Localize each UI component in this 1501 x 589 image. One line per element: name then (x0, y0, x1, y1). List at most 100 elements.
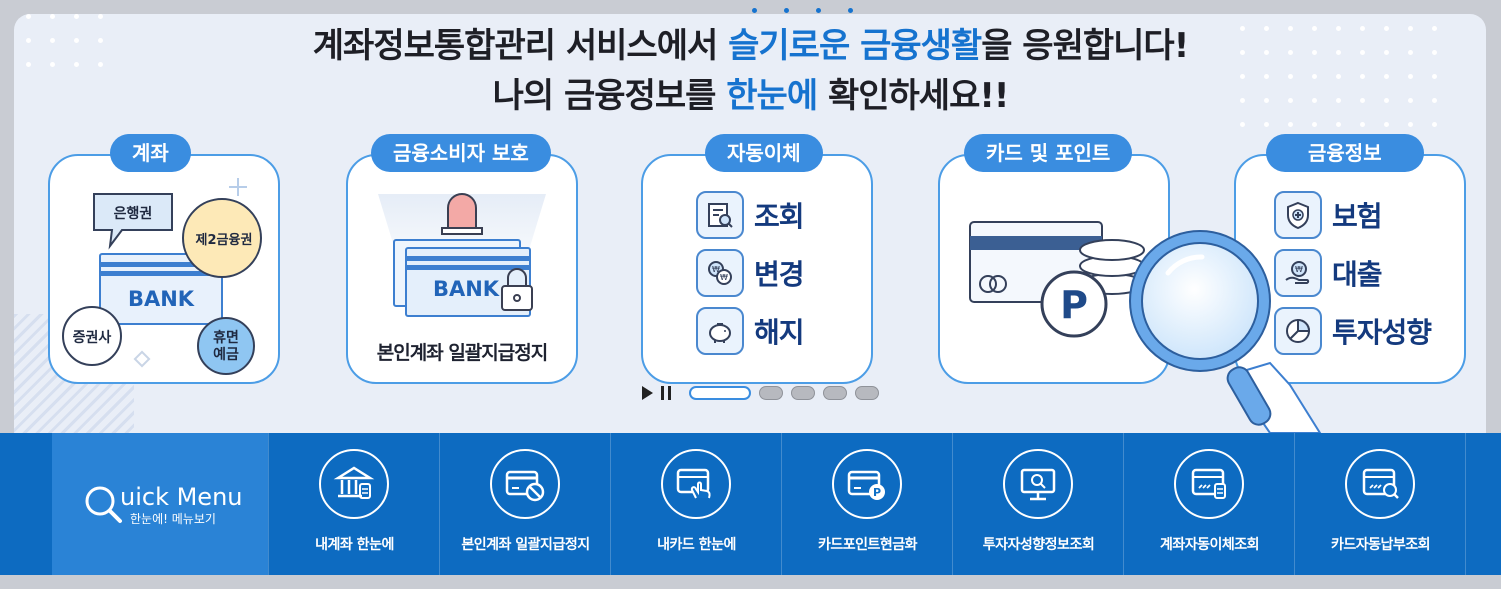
decorative-dot (1432, 98, 1437, 103)
bubble-second-shape (182, 198, 262, 278)
quick-item-point-cash[interactable]: P 카드포인트현금화 (781, 433, 952, 575)
decorative-dot (1384, 122, 1389, 127)
finance-insurance[interactable]: 보험 (1274, 191, 1383, 239)
shield-plus-icon (1274, 191, 1322, 239)
decorative-dot (1264, 26, 1269, 31)
decorative-dot (98, 14, 103, 19)
decorative-dot (1312, 74, 1317, 79)
decorative-dot (1432, 74, 1437, 79)
tab-consumer-protection[interactable]: 금융소비자 보호 (371, 134, 551, 172)
account-card[interactable]: BANK 은행권 제2금융권 증권사 휴면 예금 (48, 154, 280, 384)
bubble-dormant-label-1: 휴면 (213, 329, 239, 346)
carousel-page-3[interactable] (791, 386, 815, 400)
decorative-dots (26, 14, 116, 84)
auto-transfer-cancel-label: 해지 (754, 316, 805, 349)
bubble-dormant-shape (197, 317, 255, 375)
decorative-dot (1336, 50, 1341, 55)
finance-info-card[interactable] (1234, 154, 1466, 384)
bubble-bank-label: 은행권 (114, 206, 153, 222)
decorative-dot (1264, 50, 1269, 55)
quick-item-label: 계좌자동이체조회 (1159, 537, 1260, 553)
tab-card-point[interactable]: 카드 및 포인트 (964, 134, 1133, 172)
bank-text: BANK (433, 277, 500, 301)
quick-item-card-autopay[interactable]: 카드자동납부조회 (1294, 433, 1465, 575)
auto-transfer-change[interactable]: ₩₩ 변경 (696, 249, 805, 297)
headline-line-2: 나의 금융정보를 한눈에 확인하세요!! (492, 76, 1010, 116)
decorative-dot (98, 62, 103, 67)
decorative-dot (1336, 98, 1341, 103)
bank-text: BANK (128, 287, 195, 311)
decorative-dot (1360, 26, 1365, 31)
decorative-dot (1432, 26, 1437, 31)
quick-item-account-autotransfer[interactable]: 계좌자동이체조회 (1123, 433, 1294, 575)
card-coins-icon (1174, 449, 1244, 519)
auto-transfer-inquiry[interactable]: 조회 (696, 191, 805, 239)
svg-text:₩: ₩ (712, 265, 720, 274)
tab-finance-info[interactable]: 금융정보 (1266, 134, 1424, 172)
decorative-dot (1360, 74, 1365, 79)
point-letter: P (1060, 283, 1088, 327)
decorative-dot (50, 38, 55, 43)
decorative-dot (26, 38, 31, 43)
piggy-bank-icon (696, 307, 744, 355)
carousel-page-1[interactable] (689, 386, 751, 400)
finance-investment[interactable]: 투자성향 (1274, 307, 1432, 355)
quick-item-my-card[interactable]: 내카드 한눈에 (610, 433, 781, 575)
decorative-dot (1360, 50, 1365, 55)
decorative-dot (1288, 50, 1293, 55)
siren-shape (447, 193, 477, 229)
decorative-dot (1288, 26, 1293, 31)
auto-transfer-cancel[interactable]: 해지 (696, 307, 805, 355)
carousel-page-2[interactable] (759, 386, 783, 400)
auto-transfer-inquiry-label: 조회 (754, 200, 805, 233)
quick-item-label: 카드포인트현금화 (817, 537, 918, 553)
quick-item-label: 내계좌 한눈에 (315, 537, 394, 553)
decorative-dot (784, 8, 789, 13)
decorative-dot (1336, 122, 1341, 127)
decorative-dot (98, 38, 103, 43)
consumer-protection-card[interactable]: BANK (346, 154, 578, 384)
hand-coin-icon: ₩ (1274, 249, 1322, 297)
card-block-icon (490, 449, 560, 519)
decorative-dot (74, 38, 79, 43)
lock-icon (501, 285, 533, 311)
card-point-card[interactable]: P (938, 154, 1170, 384)
quick-item-my-account[interactable]: 내계좌 한눈에 (268, 433, 439, 575)
bubble-securities-label: 증권사 (73, 330, 112, 346)
tab-account[interactable]: 계좌 (110, 134, 191, 172)
account-illustration: BANK 은행권 제2금융권 증권사 휴면 예금 (62, 178, 262, 375)
decorative-dot (26, 62, 31, 67)
auto-transfer-change-label: 변경 (754, 258, 805, 291)
decorative-dot (74, 62, 79, 67)
decorative-dot (1432, 122, 1437, 127)
quick-item-payment-stop[interactable]: 본인계좌 일괄지급정지 (439, 433, 610, 575)
quick-menu-header: uick Menu 한눈에! 메뉴보기 (52, 433, 268, 575)
decorative-dot (1432, 50, 1437, 55)
monitor-search-icon (1003, 449, 1073, 519)
pause-icon[interactable] (661, 386, 671, 400)
decorative-dot (1288, 122, 1293, 127)
decorative-dot (1408, 74, 1413, 79)
decorative-dot (1384, 74, 1389, 79)
quick-menu-title: uick Menu (120, 483, 243, 511)
decorative-dot (1408, 98, 1413, 103)
decorative-dot (1240, 74, 1245, 79)
carousel-page-5[interactable] (855, 386, 879, 400)
play-icon[interactable] (642, 386, 653, 400)
quick-item-label: 카드자동납부조회 (1330, 537, 1431, 553)
decorative-dot (1240, 98, 1245, 103)
bubble-securities-shape (62, 306, 122, 366)
tab-auto-transfer[interactable]: 자동이체 (705, 134, 823, 172)
decorative-dot (848, 8, 853, 13)
decorative-dot (1336, 26, 1341, 31)
carousel-page-4[interactable] (823, 386, 847, 400)
decorative-dot (50, 14, 55, 19)
card-point-illustration: P (969, 221, 1145, 338)
decorative-dot (1408, 122, 1413, 127)
quick-item-investor-profile[interactable]: 투자자성향정보조회 (952, 433, 1123, 575)
decorative-dot (1240, 50, 1245, 55)
decorative-dot (1384, 50, 1389, 55)
auto-transfer-card[interactable] (641, 154, 873, 384)
finance-loan[interactable]: ₩ 대출 (1274, 249, 1383, 297)
